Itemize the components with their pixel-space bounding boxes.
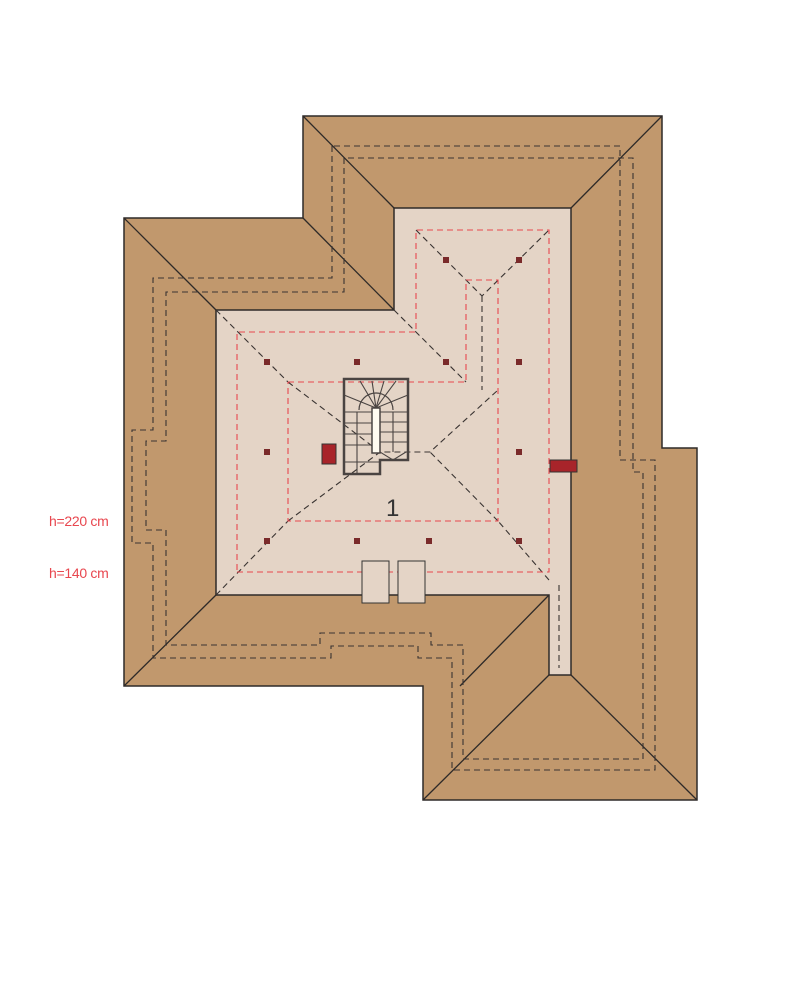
height-lines <box>236 229 550 573</box>
staircase <box>342 377 410 476</box>
skylight <box>397 560 426 604</box>
skylight <box>361 560 390 604</box>
legend-height-140: h=140 cm <box>49 565 109 581</box>
legend-height-220: h=220 cm <box>49 513 109 529</box>
room-number: 1 <box>386 495 399 522</box>
columns <box>264 257 522 544</box>
chimney <box>321 443 337 465</box>
chimney <box>549 459 578 473</box>
hip-lines <box>123 115 698 801</box>
